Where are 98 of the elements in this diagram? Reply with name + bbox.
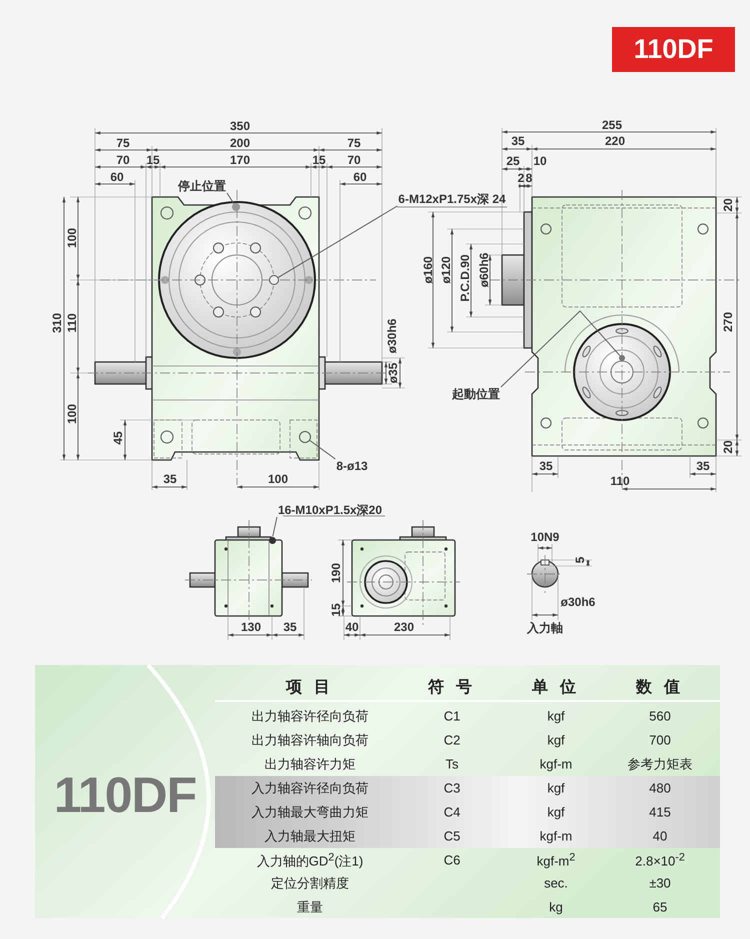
dimension-text: 2 bbox=[518, 172, 524, 184]
table-cell: C6 bbox=[444, 854, 460, 866]
table-cell: 415 bbox=[649, 806, 671, 818]
callout-label: 起動位置 bbox=[452, 388, 500, 400]
dimension-text: 255 bbox=[602, 119, 622, 131]
dimension-text: 20 bbox=[722, 198, 734, 212]
table-cell: 出力轴容许轴向负荷 bbox=[252, 734, 368, 746]
dimension-text: 110 bbox=[66, 313, 78, 333]
callout-label: 停止位置 bbox=[178, 180, 226, 192]
table-header: 项 目 bbox=[286, 680, 334, 696]
dimension-text: 230 bbox=[394, 621, 414, 633]
dimension-text: 10 bbox=[533, 155, 547, 167]
table-cell: C2 bbox=[444, 734, 460, 746]
dimension-text: 170 bbox=[230, 154, 250, 166]
table-cell: C1 bbox=[444, 710, 460, 722]
table-cell: kgf-m$^{2}$ bbox=[536, 852, 576, 868]
dimension-text: 15 bbox=[146, 154, 160, 166]
dimension-text: 25 bbox=[506, 155, 520, 167]
leader-line bbox=[309, 440, 336, 460]
title-badge: 110DF bbox=[612, 27, 735, 72]
table-cell: 定位分割精度 bbox=[271, 876, 349, 890]
dimension-text: ø35 bbox=[387, 362, 399, 384]
callout-label: 8-ø13 bbox=[336, 460, 368, 472]
table-cell: C5 bbox=[444, 830, 460, 842]
table-cell: kgf bbox=[547, 710, 565, 722]
table-cell: kgf-m bbox=[540, 758, 572, 770]
dimension-text: 35 bbox=[163, 473, 177, 485]
dimension-text: 190 bbox=[330, 562, 342, 584]
table-cell: Ts bbox=[446, 758, 458, 770]
dimension-text: 10N9 bbox=[530, 531, 560, 543]
dimension-text: P.C.D.90 bbox=[459, 254, 471, 302]
dimension-text: 15 bbox=[312, 154, 326, 166]
dimension-text: ø60h6 bbox=[478, 252, 490, 288]
dimension-text: 75 bbox=[347, 137, 361, 149]
table-cell: kgf bbox=[547, 806, 565, 818]
table-cell: 入力轴容许径向负荷 bbox=[252, 782, 368, 794]
table-header: 单 位 bbox=[532, 680, 580, 696]
table-cell: 重量 bbox=[297, 900, 323, 914]
dimension-text: ø30h6 bbox=[560, 596, 596, 608]
dimension-text: 45 bbox=[112, 431, 124, 445]
dimension-text: 35 bbox=[283, 621, 297, 633]
table-cell: 2.8×10$^{-2}$ bbox=[635, 852, 685, 868]
table-cell: 40 bbox=[652, 830, 668, 842]
bolt-hole bbox=[299, 431, 311, 443]
dimension-text: 75 bbox=[116, 137, 130, 149]
dimension-text: 100 bbox=[268, 473, 288, 485]
dimension-text: 100 bbox=[66, 404, 78, 424]
dimension-text: ø30h6 bbox=[386, 318, 398, 354]
table-cell: 参考力矩表 bbox=[628, 758, 692, 770]
dimension-text: 270 bbox=[722, 312, 734, 332]
dimension-text: 20 bbox=[722, 440, 734, 454]
dimension-text: 40 bbox=[345, 621, 359, 633]
table-cell: kg bbox=[549, 900, 563, 914]
dimension-text: 5 bbox=[574, 556, 586, 564]
dimension-text: 130 bbox=[240, 621, 262, 633]
dimension-text: 110 bbox=[610, 475, 630, 487]
table-cell: 700 bbox=[649, 734, 671, 746]
table-cell: 出力轴容许力矩 bbox=[264, 758, 356, 770]
table-cell: 入力轴的GD$^{2}$(注1) bbox=[256, 852, 364, 868]
table-cell: ±30 bbox=[649, 876, 671, 890]
table-cell: 480 bbox=[649, 782, 671, 794]
callout-label: 16-M10xP1.5x深20 bbox=[278, 504, 382, 516]
table-cell: 560 bbox=[649, 710, 671, 722]
dimension-text: 70 bbox=[116, 154, 130, 166]
table-cell: kgf bbox=[547, 734, 565, 746]
dimension-text: 35 bbox=[511, 135, 525, 147]
table-cell: 65 bbox=[652, 900, 668, 914]
table-cell: sec. bbox=[544, 876, 568, 890]
dimension-text: 310 bbox=[51, 312, 63, 334]
dimension-text: 100 bbox=[66, 228, 78, 248]
dimension-text: 220 bbox=[604, 135, 626, 147]
table-cell: C4 bbox=[444, 806, 460, 818]
table-cell: kgf-m bbox=[540, 830, 572, 842]
leader-line bbox=[278, 206, 398, 278]
leader-line bbox=[272, 516, 278, 538]
dimension-text: ø120 bbox=[440, 256, 452, 284]
dimension-text: 60 bbox=[353, 171, 367, 183]
dimension-text: 200 bbox=[230, 137, 250, 149]
dimension-text: 8 bbox=[526, 172, 532, 184]
dimension-text: ø160 bbox=[422, 256, 434, 284]
dimension-text: 35 bbox=[696, 460, 710, 472]
view-caption: 入力軸 bbox=[527, 622, 563, 634]
leader-line bbox=[500, 310, 620, 388]
dimension-text: 35 bbox=[539, 460, 553, 472]
table-header: 符 号 bbox=[428, 680, 476, 696]
dimension-text: 15 bbox=[330, 603, 342, 617]
dimension-text: 350 bbox=[230, 120, 250, 132]
leader-line bbox=[226, 192, 234, 204]
dimension-text: 70 bbox=[347, 154, 361, 166]
table-cell: kgf bbox=[547, 782, 565, 794]
table-cell: 入力轴最大扭矩 bbox=[264, 830, 356, 842]
table-cell: 出力轴容许径向负荷 bbox=[252, 710, 368, 722]
model-number: 110DF bbox=[54, 770, 196, 820]
dimension-text: 60 bbox=[110, 171, 124, 183]
table-header: 数 值 bbox=[636, 680, 684, 696]
callout-label: 6-M12xP1.75x深 24 bbox=[398, 193, 506, 205]
table-cell: C3 bbox=[444, 782, 460, 794]
table-cell: 入力轴最大弯曲力矩 bbox=[252, 806, 368, 818]
